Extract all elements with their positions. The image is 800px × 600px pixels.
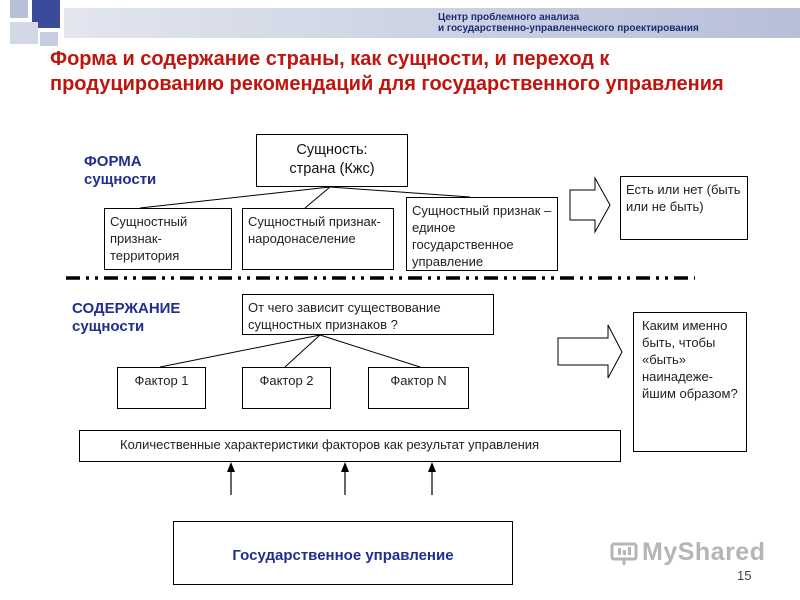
slide-title: Форма и содержание страны, как сущности,… [50,48,724,95]
essence-box: Сущность: страна (Кжс) [256,134,408,187]
right-block-arrow-icon-2 [557,324,623,379]
feature-box-territory: Сущностный признак-территория [104,208,232,270]
factor-box-1: Фактор 1 [117,367,206,409]
government-box: Государственное управление [173,521,513,585]
watermark-text: MyShared [642,538,766,566]
soderzhanie-line1: СОДЕРЖАНИЕ [72,300,181,317]
essence-line2: страна (Кжс) [289,161,375,177]
factor-box-2: Фактор 2 [242,367,331,409]
factor-box-n: Фактор N [368,367,469,409]
deco-square-1 [10,0,28,18]
page-number: 15 [737,568,752,583]
forma-line1: ФОРМА [84,153,142,170]
essence-line1: Сущность: [296,142,368,158]
header-bar [64,8,800,38]
government-label: Государственное управление [232,547,454,564]
quantitative-text: Количественные характеристики факторов к… [120,437,540,452]
org-line2: и государственно-управленческого проекти… [438,23,699,34]
quantitative-box: Количественные характеристики факторов к… [79,430,621,462]
org-line1: Центр проблемного анализа [438,12,580,23]
right-bottom-box: Каким именно быть, чтобы «быть» наинадеж… [633,312,747,452]
forma-line2: сущности [84,171,157,188]
right-top-box: Есть или нет (быть или не быть) [620,176,748,240]
soderzhanie-label: СОДЕРЖАНИЕ сущности [72,300,180,336]
myshared-logo-icon [610,540,638,566]
deco-square-4 [40,32,58,46]
deco-square-3 [10,22,38,44]
depends-box: От чего зависит существование сущностных… [242,294,494,335]
forma-label: ФОРМА сущности [84,153,156,189]
feature-box-government: Сущностный признак – единое государствен… [406,197,558,271]
feature-box-population: Сущностный признак-народонаселение [242,208,394,270]
organization-name: Центр проблемного анализа и государствен… [438,12,699,34]
right-block-arrow-icon [569,176,611,234]
soderzhanie-line2: сущности [72,318,145,335]
